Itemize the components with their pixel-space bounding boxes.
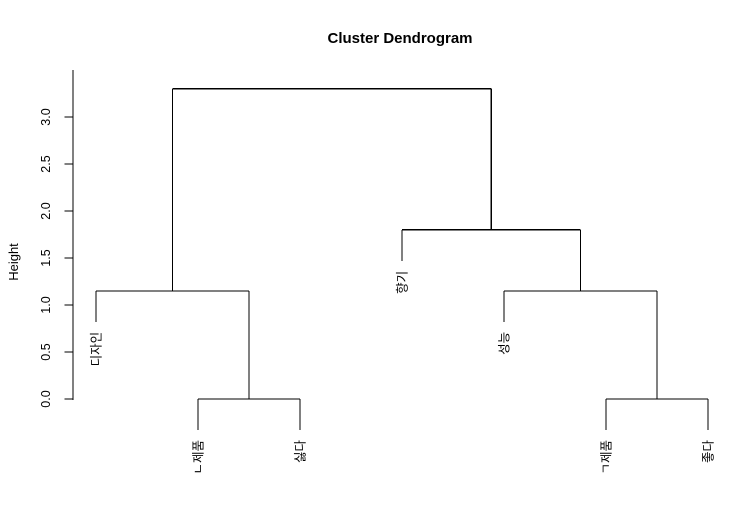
y-axis-label: Height <box>6 243 21 281</box>
leaf-label: 디자인 <box>90 332 104 367</box>
leaf-label: 향기 <box>396 271 410 294</box>
leaf-labels: ㄴ제품 싫다 디자인 ㄱ제품 좋다 성능 향기 <box>90 271 716 475</box>
y-axis-tick-label: 1.0 <box>39 296 53 313</box>
leaf-label: 좋다 <box>702 440 716 464</box>
leaf-label: ㄴ제품 <box>192 440 206 475</box>
y-axis-tick-label: 2.0 <box>39 202 53 219</box>
y-axis: 0.0 0.5 1.0 1.5 2.0 2.5 3.0 <box>39 70 74 408</box>
y-axis-tick-label: 1.5 <box>39 249 53 266</box>
leaf-label: 싫다 <box>294 440 308 464</box>
chart-title: Cluster Dendrogram <box>327 30 472 47</box>
leaf-label: 성능 <box>498 332 512 355</box>
y-axis-tick-label: 0.5 <box>39 343 53 360</box>
y-axis-tick-label: 2.5 <box>39 155 53 172</box>
dendrogram-tree <box>95 88 709 431</box>
y-axis-tick-label: 0.0 <box>39 390 53 407</box>
leaf-label: ㄱ제품 <box>600 440 614 475</box>
y-axis-tick-label: 3.0 <box>39 108 53 125</box>
